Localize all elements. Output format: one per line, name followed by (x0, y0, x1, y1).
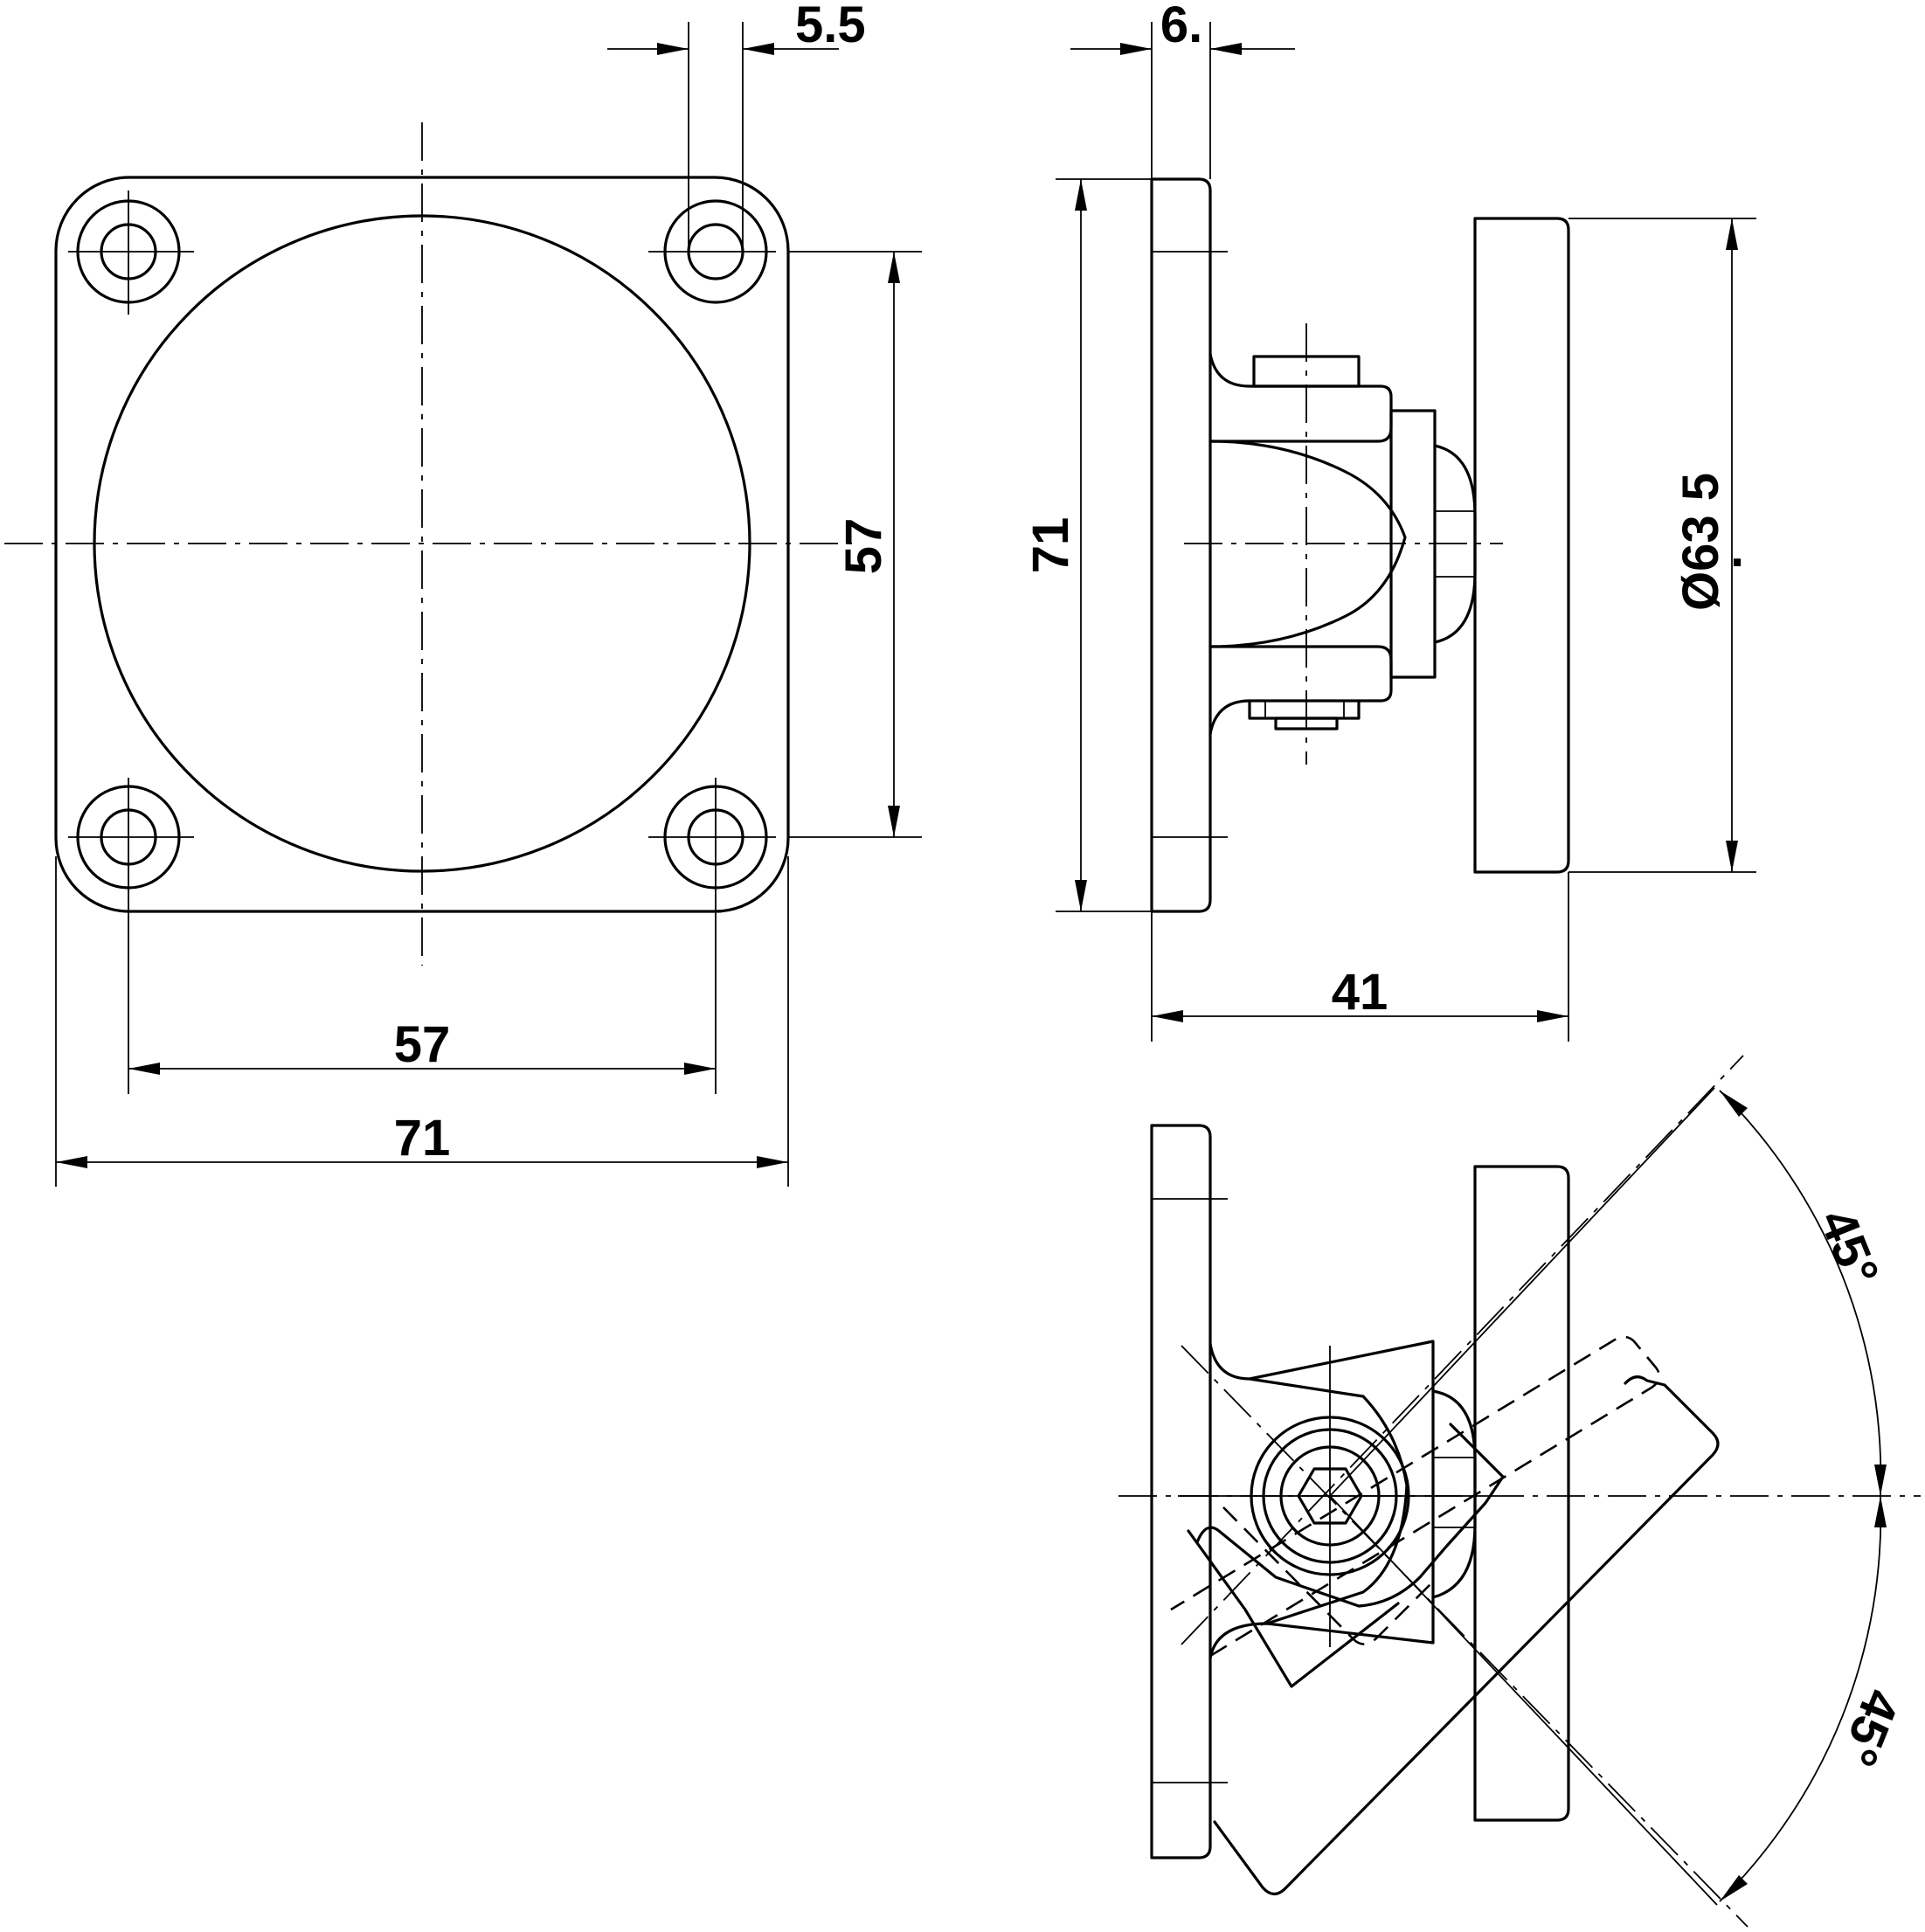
tilt-view: 45° 45° (1118, 1055, 1921, 1928)
dim-side-depth-label: 41 (1332, 964, 1388, 1021)
tilt-axis-down (1181, 1345, 1748, 1928)
side-view: 6. 71 Ø63 5 . 41 (1022, 0, 1756, 1042)
tilt-axis-up (1181, 1055, 1744, 1645)
side-wall-plate (1150, 177, 1212, 913)
dim-bolt-pitch-vertical: 57 (788, 251, 922, 838)
tilt-wall-plate (1150, 1124, 1212, 1859)
side-pad-plate (1473, 217, 1570, 874)
side-lower-bracket (1208, 645, 1393, 736)
tilt-pad-rotated-lower (1213, 1375, 1720, 1896)
tilt-bracket (1208, 1340, 1435, 1660)
dim-plate-thickness: 6. (1070, 0, 1295, 179)
side-nut (1248, 699, 1361, 731)
dim-plate-thickness-label: 6. (1160, 0, 1202, 53)
tilt-pad-plate (1473, 1165, 1570, 1822)
dim-bolt-pitch-horizontal: 57 (128, 1016, 716, 1075)
tilt-angle-arc-upper (1719, 1090, 1882, 1497)
tilt-angle-upper-label: 45° (1809, 1201, 1890, 1294)
dim-bolt-pitch-vertical-label: 57 (835, 518, 892, 575)
dim-hole-diameter-label: 5.5 (795, 0, 866, 53)
dim-overall-width: 71 (55, 856, 789, 1187)
side-upper-bracket (1208, 352, 1393, 443)
dim-pad-diameter: Ø63 5 . (1568, 218, 1756, 873)
front-flange-outline (54, 176, 790, 913)
side-ball-joint (1208, 440, 1407, 648)
dim-side-height: 71 (1022, 178, 1152, 912)
tilt-angle-arc-lower (1719, 1495, 1882, 1902)
hole-centerlines (68, 190, 776, 1094)
tilt-pad-rotated-upper (1195, 1423, 1505, 1608)
front-view: 5.5 57 57 71 (4, 0, 922, 1187)
dim-side-depth: 41 (1151, 872, 1569, 1042)
dim-pad-diameter-label: Ø63 5 (1672, 473, 1729, 611)
dim-hole-diameter: 5.5 (607, 0, 866, 252)
dim-bolt-pitch-horizontal-label: 57 (394, 1016, 451, 1073)
tilt-angle-lower-label: 45° (1830, 1681, 1911, 1774)
dim-overall-width-label: 71 (394, 1110, 451, 1167)
tilt-socket-block (1431, 1389, 1477, 1599)
dim-pad-diameter-dot: . (1730, 521, 1744, 578)
dim-side-height-label: 71 (1022, 517, 1079, 574)
